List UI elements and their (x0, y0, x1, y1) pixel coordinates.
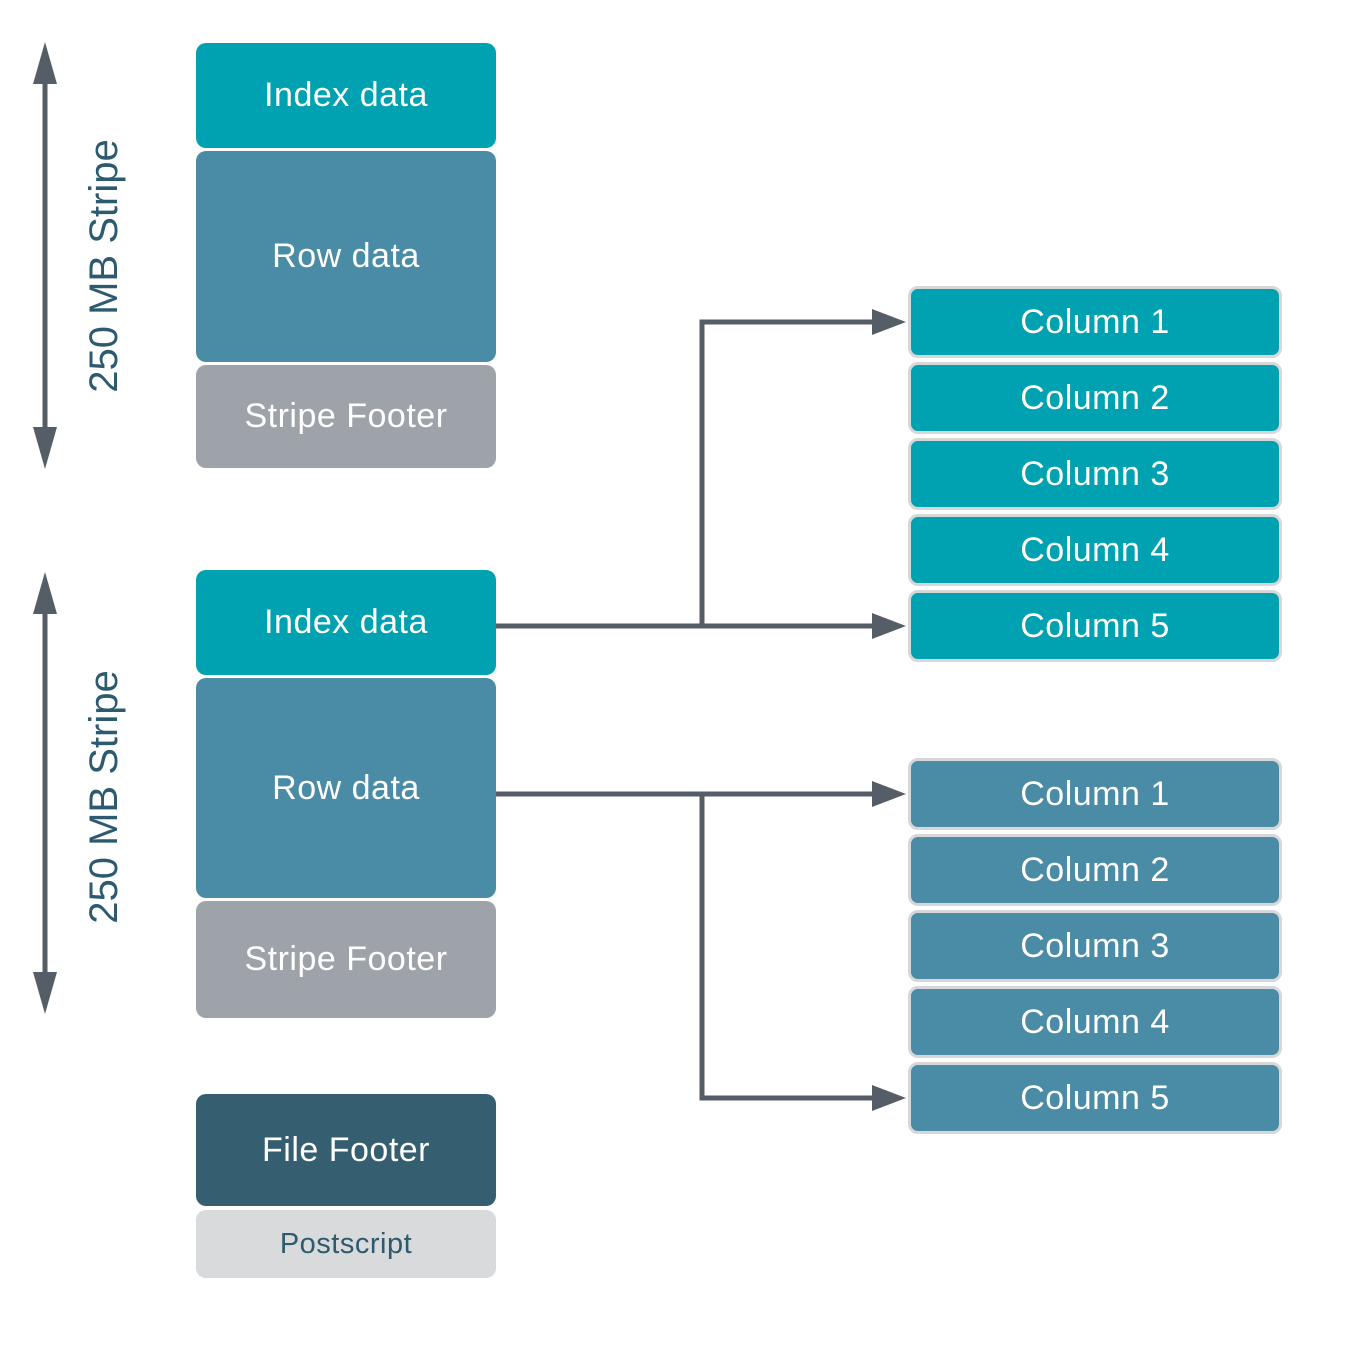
stripe-1-stripe-footer-block: Stripe Footer (196, 365, 496, 468)
row-column-5: Column 5 (908, 1062, 1282, 1134)
index-column-2: Column 2 (908, 362, 1282, 434)
stripe-2-index-data-block: Index data (196, 570, 496, 675)
index-data-connector-arrows (496, 309, 906, 639)
file-footer-block: File Footer (196, 1094, 496, 1206)
stripe-2-size-arrow-icon (33, 572, 57, 1014)
stripe-2-stripe-footer-block: Stripe Footer (196, 901, 496, 1018)
row-column-1: Column 1 (908, 758, 1282, 830)
row-column-3: Column 3 (908, 910, 1282, 982)
stripe-1-index-data-block: Index data (196, 43, 496, 148)
stripe-2-size-label: 250 MB Stripe (82, 670, 126, 924)
index-column-1: Column 1 (908, 286, 1282, 358)
stripe-1-size-arrow-icon (33, 42, 57, 469)
index-column-4: Column 4 (908, 514, 1282, 586)
row-column-2: Column 2 (908, 834, 1282, 906)
row-data-connector-arrows (496, 781, 906, 1111)
row-column-4: Column 4 (908, 986, 1282, 1058)
stripe-2-row-data-block: Row data (196, 678, 496, 898)
index-column-5: Column 5 (908, 590, 1282, 662)
stripe-1-size-label: 250 MB Stripe (82, 139, 126, 393)
stripe-1-row-data-block: Row data (196, 151, 496, 362)
postscript-block: Postscript (196, 1210, 496, 1278)
index-column-3: Column 3 (908, 438, 1282, 510)
